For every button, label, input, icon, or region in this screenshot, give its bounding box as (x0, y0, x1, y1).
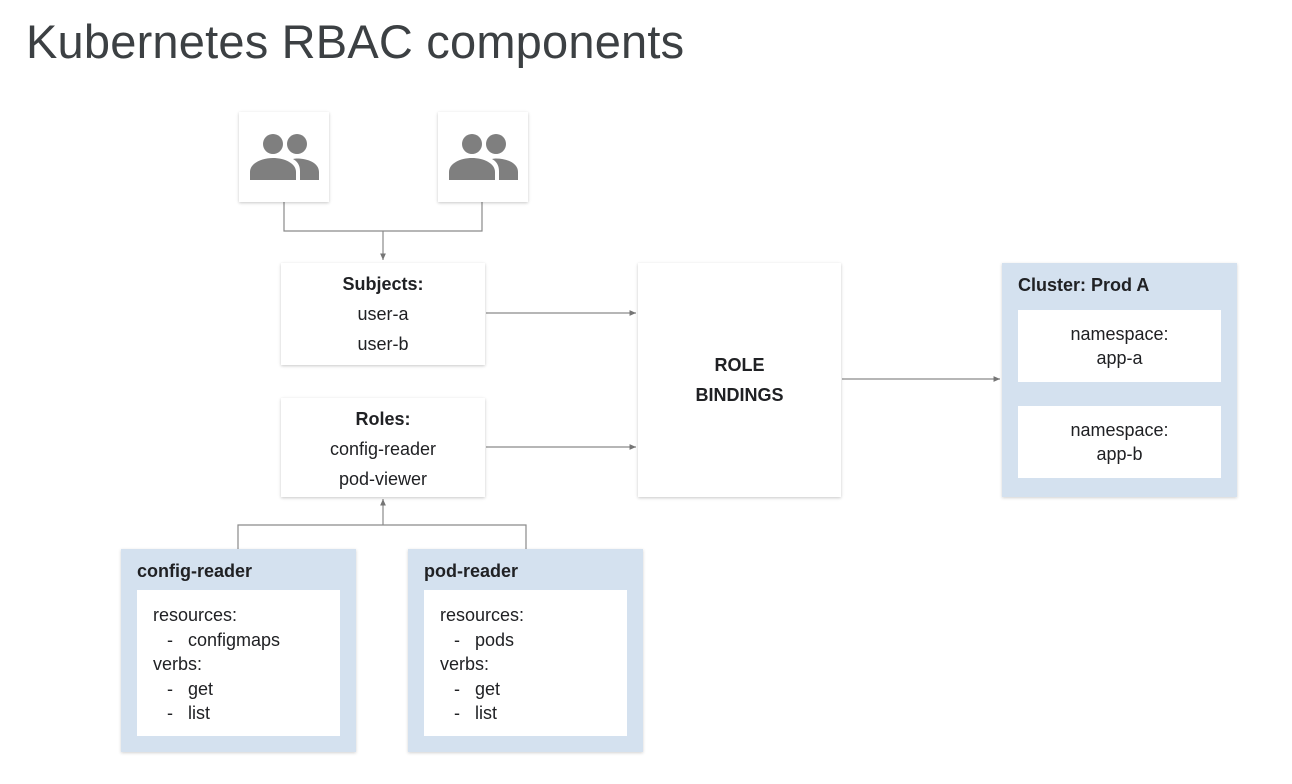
role-definition-title: config-reader (137, 561, 253, 581)
verb-item: - get (454, 678, 501, 699)
verb-name: get (188, 678, 214, 699)
user-group-card-1 (239, 112, 329, 202)
cluster-title: Cluster: Prod A (1018, 275, 1150, 295)
verbs-label: verbs: (440, 654, 490, 674)
namespace-label: namespace: (1070, 420, 1169, 440)
verbs-label: verbs: (153, 654, 203, 674)
role-item: pod-viewer (338, 469, 428, 489)
user-group-card-2 (438, 112, 528, 202)
role-item: config-reader (329, 439, 437, 459)
namespace-label: namespace: (1070, 324, 1169, 344)
namespace-box-app-b: namespace: app-b (1018, 406, 1221, 478)
page-title: Kubernetes RBAC components (26, 15, 685, 68)
role-bindings-box: ROLE BINDINGS (638, 263, 841, 497)
role-bindings-line1: ROLE (714, 355, 765, 375)
resource-name: configmaps (188, 629, 281, 650)
resource-item: - pods (454, 629, 515, 650)
roles-heading: Roles: (355, 409, 411, 429)
verb-item: - list (454, 703, 497, 723)
verb-item: - get (167, 678, 214, 699)
verb-name: list (475, 703, 497, 723)
namespace-box-app-a: namespace: app-a (1018, 310, 1221, 382)
verb-name: get (475, 678, 501, 699)
role-definition-pod-reader: pod-reader resources: - pods verbs: - ge… (408, 549, 643, 752)
subject-item: user-a (357, 304, 409, 324)
cluster-panel: Cluster: Prod A namespace: app-a namespa… (1002, 263, 1237, 497)
namespace-name: app-b (1096, 444, 1143, 464)
roles-box: Roles: config-reader pod-viewer (281, 398, 485, 497)
role-rules-box: resources: - configmaps verbs: - get - l… (137, 590, 340, 736)
verb-item: - list (167, 703, 210, 723)
namespace-name: app-a (1096, 348, 1143, 368)
group-icon (250, 134, 319, 180)
resource-item: - configmaps (167, 629, 281, 650)
role-definition-config-reader: config-reader resources: - configmaps ve… (121, 549, 356, 752)
group-icon (449, 134, 518, 180)
resources-label: resources: (440, 605, 525, 625)
subject-item: user-b (357, 334, 409, 354)
role-rules-box: resources: - pods verbs: - get - list (424, 590, 627, 736)
subjects-box: Subjects: user-a user-b (281, 263, 485, 365)
role-definition-title: pod-reader (424, 561, 519, 581)
resources-label: resources: (153, 605, 238, 625)
subjects-heading: Subjects: (342, 274, 424, 294)
users-to-subjects-line (283, 202, 483, 232)
verb-name: list (188, 703, 210, 723)
role-bindings-line2: BINDINGS (695, 385, 784, 405)
resource-name: pods (475, 629, 515, 650)
definitions-to-roles-line (237, 524, 527, 549)
